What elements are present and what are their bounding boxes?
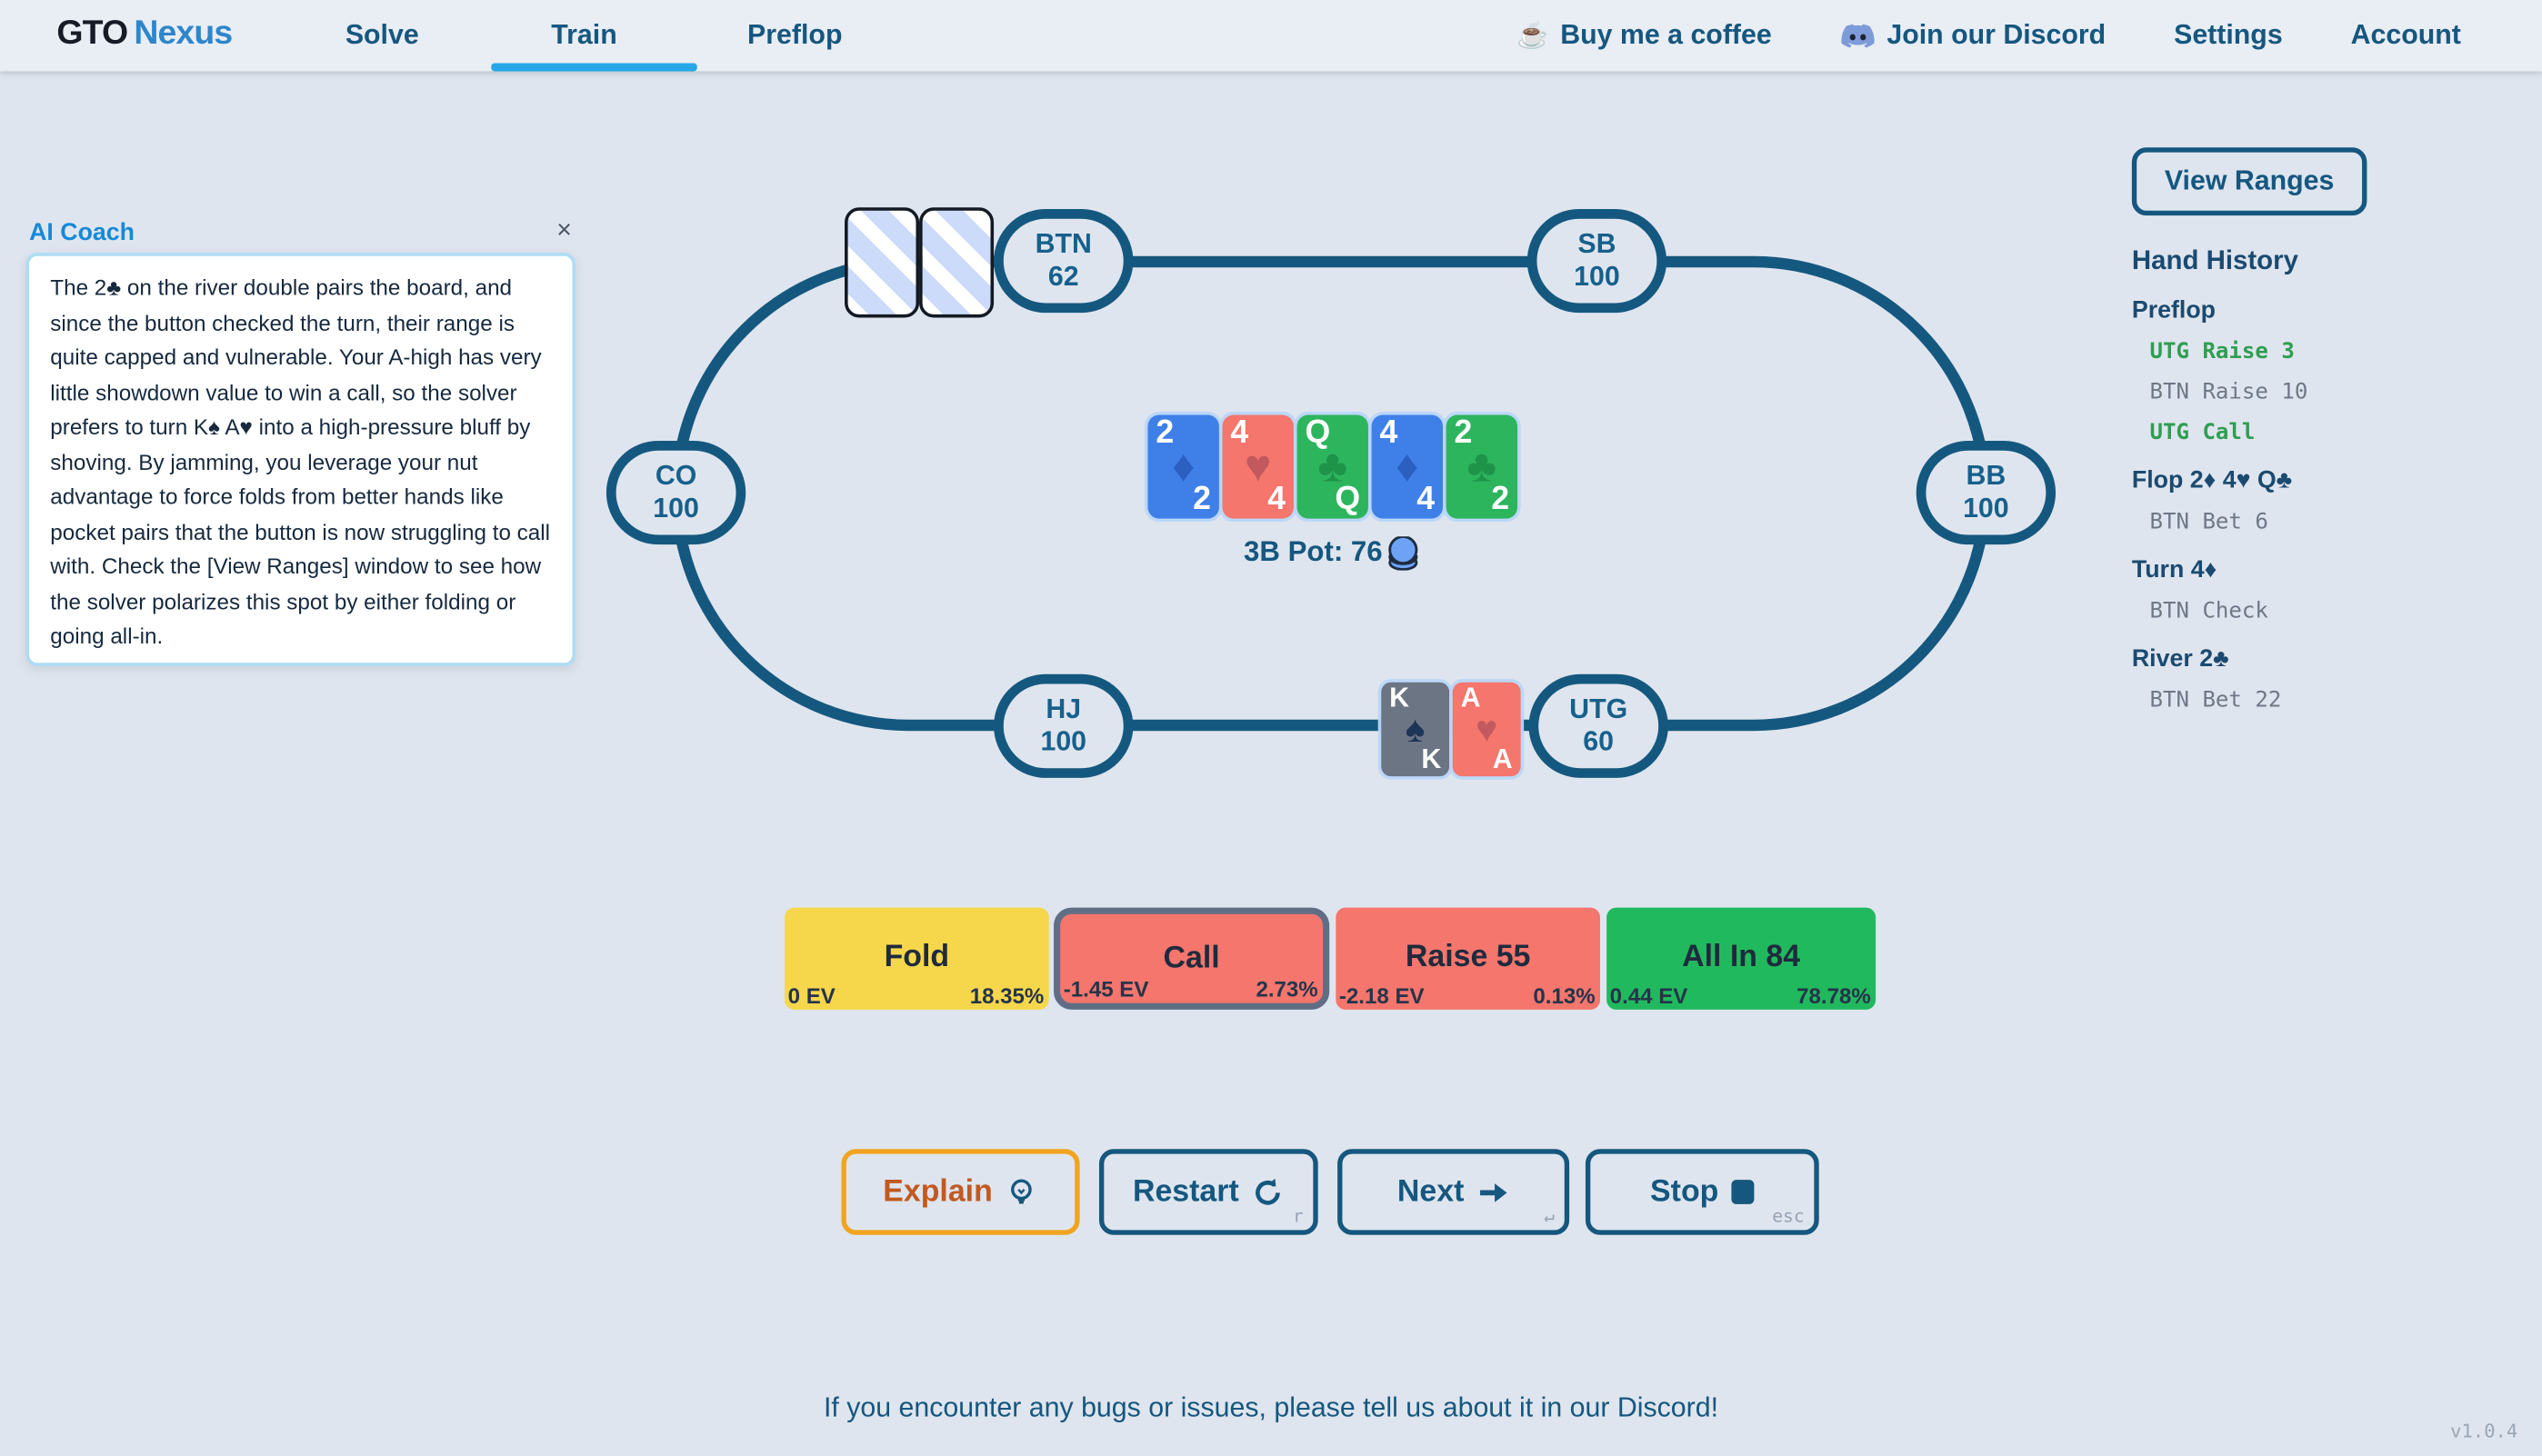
board-cards: 2 ♦ 2 4 ♥ 4 Q ♣ Q 4 ♦ 4 2 ♣ 2 [1147, 414, 1518, 519]
seat-sb: SB 100 [1526, 209, 1667, 314]
brand-nexus: Nexus [134, 15, 233, 53]
nav-right-group: ☕ Buy me a coffee Join our Discord Setti… [1516, 0, 2461, 71]
seat-hj: HJ 100 [994, 673, 1134, 778]
history-action: UTG Raise 3 [2149, 338, 2295, 365]
hand-history-list: Preflop UTG Raise 3 BTN Raise 10 UTG Cal… [2132, 275, 2529, 713]
ai-coach-text: The 2♣ on the river double pairs the boa… [50, 275, 551, 649]
call-frequency: 2.73% [1256, 977, 1318, 1002]
seat-co: CO 100 [605, 441, 746, 545]
heart-icon: ♥ [1475, 707, 1498, 750]
tab-solve[interactable]: Solve [345, 19, 419, 51]
diamond-icon: ♦ [1396, 441, 1419, 492]
call-button[interactable]: Call -1.45 EV 2.73% [1054, 907, 1330, 1010]
coffee-icon: ☕ [1516, 22, 1549, 51]
heart-icon: ♥ [1244, 441, 1272, 492]
history-action: BTN Check [2149, 597, 2268, 624]
seat-btn: BTN 62 [994, 209, 1134, 314]
street-header-turn: Turn 4♦ [2131, 555, 2217, 583]
nav-join-discord[interactable]: Join our Discord [1840, 19, 2106, 52]
explain-button[interactable]: Explain [841, 1149, 1080, 1235]
view-ranges-button[interactable]: View Ranges [2131, 147, 2367, 216]
hero-card-2: A ♥ A [1452, 682, 1521, 777]
active-tab-underline [491, 63, 697, 72]
fold-ev: 0 EV [787, 983, 836, 1009]
nav-buy-coffee[interactable]: ☕ Buy me a coffee [1516, 19, 1772, 51]
raise-ev: -2.18 EV [1338, 983, 1425, 1009]
tab-preflop[interactable]: Preflop [747, 19, 843, 51]
refresh-icon [1256, 1177, 1281, 1204]
pot-display: 3B Pot: 76 [1169, 534, 1494, 571]
board-card-4: 4 ♦ 4 [1371, 414, 1444, 519]
call-ev: -1.45 EV [1063, 977, 1149, 1002]
board-card-3: Q ♣ Q [1296, 414, 1368, 519]
discord-icon [1841, 23, 1875, 47]
history-action: BTN Bet 22 [2149, 687, 2282, 713]
next-key-hint: ↵ [1544, 1205, 1556, 1227]
lightbulb-icon [1011, 1178, 1033, 1203]
all-in-frequency: 78.78% [1796, 983, 1871, 1009]
raise-frequency: 0.13% [1533, 983, 1596, 1009]
raise-button[interactable]: Raise 55 -2.18 EV 0.13% [1336, 907, 1600, 1010]
history-action: BTN Raise 10 [2149, 379, 2308, 405]
arrow-right-icon [1480, 1182, 1507, 1202]
tab-train[interactable]: Train [551, 19, 617, 51]
board-card-5: 2 ♣ 2 [1446, 414, 1518, 519]
street-header-flop: Flop 2♦ 4♥ Q♣ [2131, 466, 2293, 494]
spade-icon: ♠ [1405, 707, 1426, 750]
close-icon[interactable]: × [556, 216, 572, 245]
ai-coach-title: AI Coach [29, 218, 135, 247]
stop-button[interactable]: Stop esc [1585, 1149, 1819, 1235]
nav-settings[interactable]: Settings [2174, 19, 2283, 51]
pot-label: 3B Pot: 76 [1244, 534, 1383, 568]
restart-key-hint: r [1292, 1205, 1304, 1227]
fold-button[interactable]: Fold 0 EV 18.35% [785, 907, 1049, 1010]
footer-message: If you encounter any bugs or issues, ple… [823, 1391, 1719, 1423]
board-card-2: 4 ♥ 4 [1222, 414, 1294, 519]
diamond-icon: ♦ [1171, 441, 1196, 492]
btn-facedown-card-1 [845, 207, 920, 318]
history-action: BTN Bet 6 [2149, 508, 2268, 535]
fold-frequency: 18.35% [969, 983, 1045, 1009]
club-icon: ♣ [1317, 441, 1348, 492]
ai-coach-panel: The 2♣ on the river double pairs the boa… [25, 253, 576, 666]
chip-stack-icon [1387, 536, 1417, 571]
brand-gto: GTO [56, 15, 128, 53]
hero-cards: K ♠ K A ♥ A [1381, 682, 1521, 777]
history-action: UTG Call [2149, 419, 2256, 446]
hand-history-title: Hand History [2131, 246, 2298, 276]
seat-bb: BB 100 [1916, 441, 2057, 545]
btn-facedown-card-2 [919, 207, 995, 318]
version-label: v1.0.4 [2450, 1420, 2518, 1443]
street-header-preflop: Preflop [2131, 296, 2217, 324]
restart-button[interactable]: Restart r [1098, 1149, 1318, 1235]
hero-card-1: K ♠ K [1381, 682, 1450, 777]
nav-account[interactable]: Account [2350, 19, 2461, 51]
seat-utg: UTG 60 [1528, 673, 1668, 778]
board-card-1: 2 ♦ 2 [1147, 414, 1219, 519]
next-button[interactable]: Next ↵ [1337, 1149, 1570, 1235]
all-in-button[interactable]: All In 84 0.44 EV 78.78% [1606, 907, 1876, 1010]
all-in-ev: 0.44 EV [1609, 983, 1688, 1009]
club-icon: ♣ [1466, 441, 1497, 492]
street-header-river: River 2♣ [2131, 644, 2229, 673]
stop-key-hint: esc [1772, 1205, 1805, 1227]
stop-icon [1731, 1180, 1755, 1204]
